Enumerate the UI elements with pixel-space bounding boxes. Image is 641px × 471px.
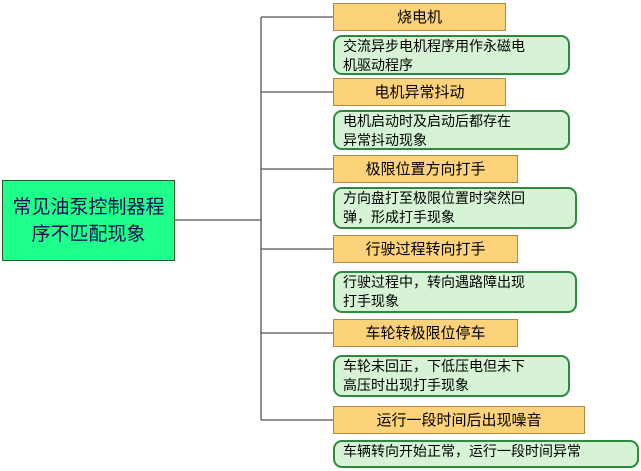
description-line: 弹，形成打手现象: [343, 210, 455, 226]
description-line: 异常抖动现象: [343, 133, 427, 149]
description-line: 高压时出现打手现象: [343, 378, 469, 394]
branch-title-5: 车轮转极限位停车: [333, 319, 518, 347]
branch-description-6: 车辆转向开始正常，运行一段时间异常: [333, 440, 639, 468]
description-line: 打手现象: [343, 294, 399, 310]
description-line: 车辆转向开始正常，运行一段时间异常: [343, 444, 581, 460]
branch-description-2: 电机启动时及启动后都存在 异常抖动现象: [333, 110, 570, 150]
description-line: 方向盘打至极限位置时突然回: [343, 191, 525, 207]
branch-title-4: 行驶过程转向打手: [333, 235, 518, 263]
description-line: 电机启动时及启动后都存在: [343, 114, 511, 130]
branch-title-6: 运行一段时间后出现噪音: [333, 406, 585, 434]
branch-description-3: 方向盘打至极限位置时突然回 弹，形成打手现象: [333, 187, 577, 229]
branch-description-1: 交流异步电机程序用作永磁电 机驱动程序: [333, 35, 570, 75]
branch-title-2: 电机异常抖动: [333, 78, 506, 106]
description-line: 车轮未回正，下低压电但未下: [343, 359, 525, 375]
description-line: 交流异步电机程序用作永磁电: [343, 39, 525, 55]
branch-description-5: 车轮未回正，下低压电但未下 高压时出现打手现象: [333, 355, 570, 397]
description-line: 机驱动程序: [343, 58, 413, 74]
root-node: 常见油泵控制器程序不匹配现象: [2, 180, 175, 261]
root-label: 常见油泵控制器程序不匹配现象: [12, 195, 165, 245]
branch-title-1: 烧电机: [333, 3, 506, 31]
branch-title-3: 极限位置方向打手: [333, 155, 518, 183]
branch-description-4: 行驶过程中，转向遇路障出现 打手现象: [333, 271, 577, 313]
description-line: 行驶过程中，转向遇路障出现: [343, 275, 525, 291]
